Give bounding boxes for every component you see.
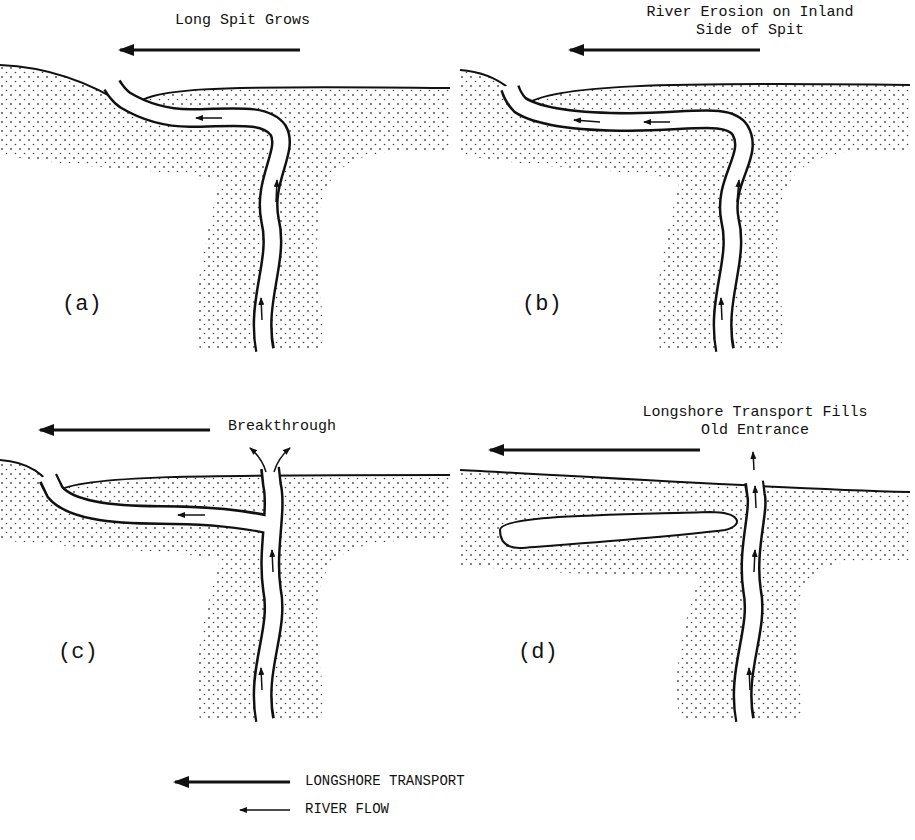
land <box>0 460 450 720</box>
coastline <box>460 470 910 492</box>
breakthrough-arrows <box>250 448 290 472</box>
legend-longshore-sample <box>175 781 290 784</box>
longshore-arrow <box>120 49 300 52</box>
panel-letter: (a) <box>62 292 102 318</box>
annotation: Breakthrough <box>228 418 336 436</box>
panel-letter: (b) <box>522 292 562 318</box>
coastline <box>0 460 450 492</box>
river-flow-arrows <box>574 120 739 320</box>
annotation: Long Spit Grows <box>175 12 310 30</box>
longshore-arrow <box>570 49 760 52</box>
longshore-arrow <box>490 449 700 452</box>
land <box>0 65 450 350</box>
lagoon <box>500 512 737 548</box>
panel-letter: (c) <box>58 640 98 666</box>
legend-text: RIVER FLOW <box>305 801 389 818</box>
river-channel <box>47 466 274 722</box>
coastline <box>0 65 450 108</box>
panel-d <box>460 450 910 722</box>
river-bank <box>48 468 274 720</box>
river-flow-arrows <box>178 515 273 690</box>
panel-c <box>0 430 450 722</box>
river-flow-arrows <box>196 118 277 320</box>
panel-letter: (d) <box>518 640 558 666</box>
annotation: Longshore Transport Fills Old Entrance <box>635 404 875 440</box>
panel-a <box>0 50 450 352</box>
annotation: River Erosion on Inland Side of Spit <box>635 4 865 40</box>
river-channel <box>743 478 757 722</box>
legend-river-sample <box>240 809 290 811</box>
panel-b <box>460 50 910 352</box>
land <box>460 470 910 720</box>
river-flow-arrows <box>749 452 756 690</box>
river-channel <box>110 82 281 352</box>
longshore-arrow <box>40 429 210 432</box>
legend-text: LONGSHORE TRANSPORT <box>305 773 465 790</box>
river-channel <box>509 85 744 352</box>
